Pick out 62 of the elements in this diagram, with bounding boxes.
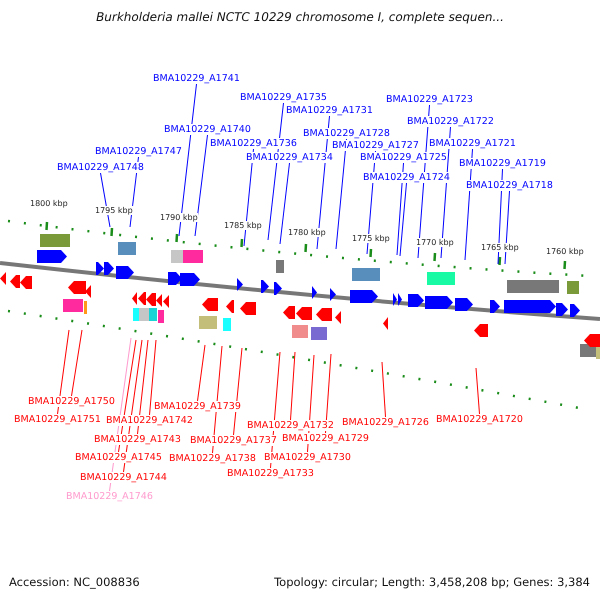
- scale-label: 1775 kbp: [352, 234, 390, 243]
- gene-label: BMA10229_A1727: [332, 140, 419, 151]
- gene-label: BMA10229_A1735: [240, 92, 327, 103]
- leader-line: [194, 134, 208, 236]
- gene-label: BMA10229_A1745: [75, 452, 162, 463]
- map-title: Burkholderia mallei NCTC 10229 chromosome I, complete sequen...: [95, 10, 505, 24]
- leader-line: [71, 330, 82, 396]
- gene-label: BMA10229_A1718: [466, 180, 553, 191]
- leader-line: [476, 368, 480, 414]
- gene-label: BMA10229_A1723: [386, 94, 473, 105]
- leader-line: [504, 190, 510, 264]
- scale-label: 1795 kbp: [95, 206, 133, 215]
- scale-label: 1760 kbp: [546, 247, 584, 256]
- leader-line: [382, 362, 386, 418]
- leader-line: [400, 182, 407, 256]
- leader-line: [280, 162, 290, 244]
- leader-line: [396, 162, 404, 256]
- accession-text: Accession: NC_008836: [9, 575, 140, 589]
- gene-label: BMA10229_A1726: [342, 417, 429, 428]
- gene-label: BMA10229_A1739: [154, 401, 241, 412]
- leader-line: [336, 138, 347, 250]
- leader-line: [57, 330, 70, 414]
- gene-label: BMA10229_A1721: [429, 138, 516, 149]
- gene-label: BMA10229_A1750: [28, 396, 115, 407]
- gene-label: BMA10229_A1736: [210, 138, 297, 149]
- gene-label: BMA10229_A1748: [57, 162, 144, 173]
- genome-summary-text: Topology: circular; Length: 3,458,208 bp; Genes: 3,384: [274, 575, 590, 589]
- gene-label: BMA10229_A1729: [282, 433, 369, 444]
- gene-label: BMA10229_A1741: [153, 73, 240, 84]
- gene-label: BMA10229_A1720: [436, 414, 523, 425]
- gene-label: BMA10229_A1744: [80, 472, 167, 483]
- leader-line: [233, 348, 242, 436]
- gene-label: BMA10229_A1733: [227, 468, 314, 479]
- gene-label: BMA10229_A1751: [14, 414, 101, 425]
- leader-line: [290, 352, 296, 420]
- scale-label: 1785 kbp: [224, 221, 262, 230]
- gene-label: BMA10229_A1724: [363, 172, 450, 183]
- gene-label: BMA10229_A1747: [95, 146, 182, 157]
- gene-label: BMA10229_A1738: [169, 453, 256, 464]
- gene-label: BMA10229_A1719: [459, 158, 546, 169]
- gene-label: BMA10229_A1746: [66, 491, 153, 502]
- gene-label: BMA10229_A1728: [303, 128, 390, 139]
- gene-label: BMA10229_A1730: [264, 452, 351, 463]
- scale-label: 1800 kbp: [30, 199, 68, 208]
- scale-label: 1770 kbp: [416, 238, 454, 247]
- leader-line: [178, 84, 197, 236]
- gene-label: BMA10229_A1725: [360, 152, 447, 163]
- gene-label: BMA10229_A1731: [286, 105, 373, 116]
- gene-label: BMA10229_A1734: [246, 152, 333, 163]
- leader-line: [149, 340, 156, 416]
- gene-label: BMA10229_A1722: [407, 116, 494, 127]
- scale-label: 1790 kbp: [160, 213, 198, 222]
- leader-line: [137, 340, 148, 434]
- gene-label: BMA10229_A1742: [106, 415, 193, 426]
- scale-label: 1780 kbp: [288, 228, 326, 237]
- gene-label: BMA10229_A1740: [164, 124, 251, 135]
- gene-label: BMA10229_A1743: [94, 434, 181, 445]
- leader-line: [197, 344, 206, 402]
- gene-label: BMA10229_A1737: [190, 435, 277, 446]
- leader-line: [325, 354, 332, 434]
- gene-label: BMA10229_A1732: [247, 420, 334, 431]
- scale-label: 1765 kbp: [481, 243, 519, 252]
